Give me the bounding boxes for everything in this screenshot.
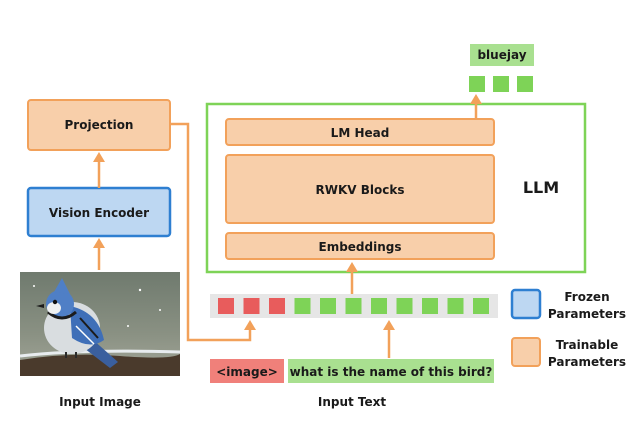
text-token — [294, 298, 311, 314]
embeddings-box — [225, 232, 495, 260]
arrowhead-text-to-tokens — [383, 320, 395, 330]
text-token — [396, 298, 413, 314]
llm-container — [205, 102, 587, 274]
arrowhead-head-to-output — [470, 94, 482, 104]
output-label-box — [470, 44, 534, 66]
image-token — [218, 298, 234, 314]
text-token — [320, 298, 336, 314]
vision-encoder-label: Vision Encoder — [49, 206, 149, 220]
text-token — [447, 298, 464, 314]
legend-trainable-swatch — [511, 337, 541, 367]
rwkv-blocks-label: RWKV Blocks — [316, 183, 405, 197]
legend-frozen-line1: Frozen — [564, 290, 609, 304]
text-token — [345, 298, 362, 314]
lm-head-label: LM Head — [331, 126, 390, 140]
legend-trainable-line2: Parameters — [548, 355, 626, 369]
text-token — [473, 298, 489, 314]
llm-label: LLM — [523, 178, 559, 197]
rwkv-blocks-box — [225, 154, 495, 224]
input-text-caption: Input Text — [318, 395, 387, 409]
arrowhead-tokens-to-embeddings — [346, 262, 358, 272]
bluejay-photo — [20, 272, 180, 376]
text-token-label-box — [288, 359, 494, 383]
embeddings-label: Embeddings — [319, 240, 402, 254]
output-tokens — [469, 76, 533, 92]
arrow-projection-to-image-tokens — [170, 122, 252, 342]
legend-trainable-line1: Trainable — [556, 338, 618, 352]
arrowhead-projection-to-image-tokens — [244, 320, 256, 330]
text-token — [422, 298, 438, 314]
projection-label: Projection — [65, 118, 134, 132]
arrowhead-image-to-encoder — [93, 238, 105, 248]
legend-frozen-line2: Parameters — [548, 307, 626, 321]
input-image-caption: Input Image — [59, 395, 141, 409]
image-token — [243, 298, 260, 314]
image-token-label-box — [210, 359, 284, 383]
text-token — [371, 298, 387, 314]
legend-frozen-swatch — [510, 288, 542, 320]
output-label: bluejay — [477, 48, 526, 62]
image-token-label: <image> — [216, 365, 278, 379]
output-token — [517, 76, 533, 92]
image-token — [269, 298, 285, 314]
input-tokens — [218, 298, 489, 314]
output-token — [493, 76, 509, 92]
output-token — [469, 76, 485, 92]
text-token-label: what is the name of this bird? — [290, 365, 493, 379]
lm-head-box — [225, 118, 495, 146]
arrowhead-encoder-to-projection — [93, 152, 105, 162]
